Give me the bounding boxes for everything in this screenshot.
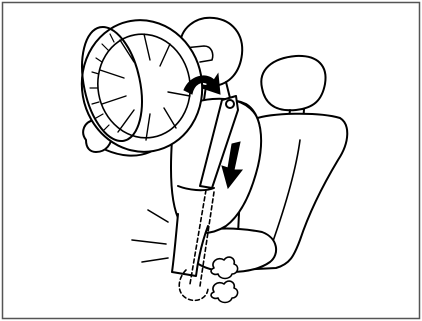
belt-anchor [226, 100, 234, 108]
headrest [261, 56, 325, 110]
